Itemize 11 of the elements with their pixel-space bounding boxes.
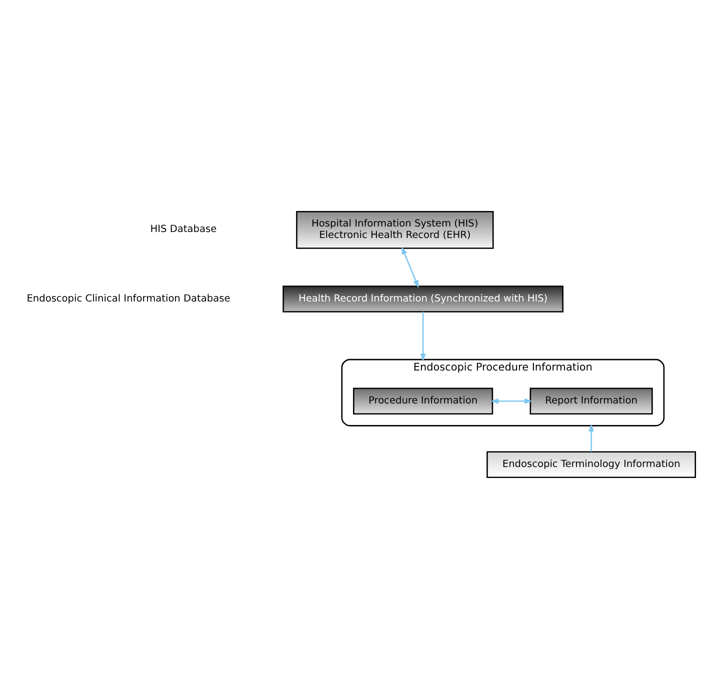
- label: HIS Database: [150, 224, 217, 236]
- arrow: [588, 424, 594, 452]
- node-box: Hospital Information System (HIS) Electronic Health Record (EHR): [296, 210, 494, 249]
- node-box: Report Information: [530, 388, 653, 415]
- arrow: [490, 398, 532, 404]
- arrow: [402, 246, 419, 288]
- node-box: Procedure Information: [353, 388, 494, 415]
- node-box: Endoscopic Terminology Information: [486, 451, 696, 478]
- node-box: Health Record Information (Synchronized with HIS): [282, 286, 564, 312]
- label: Endoscopic Clinical Information Database: [26, 293, 230, 304]
- arrow: [420, 312, 426, 362]
